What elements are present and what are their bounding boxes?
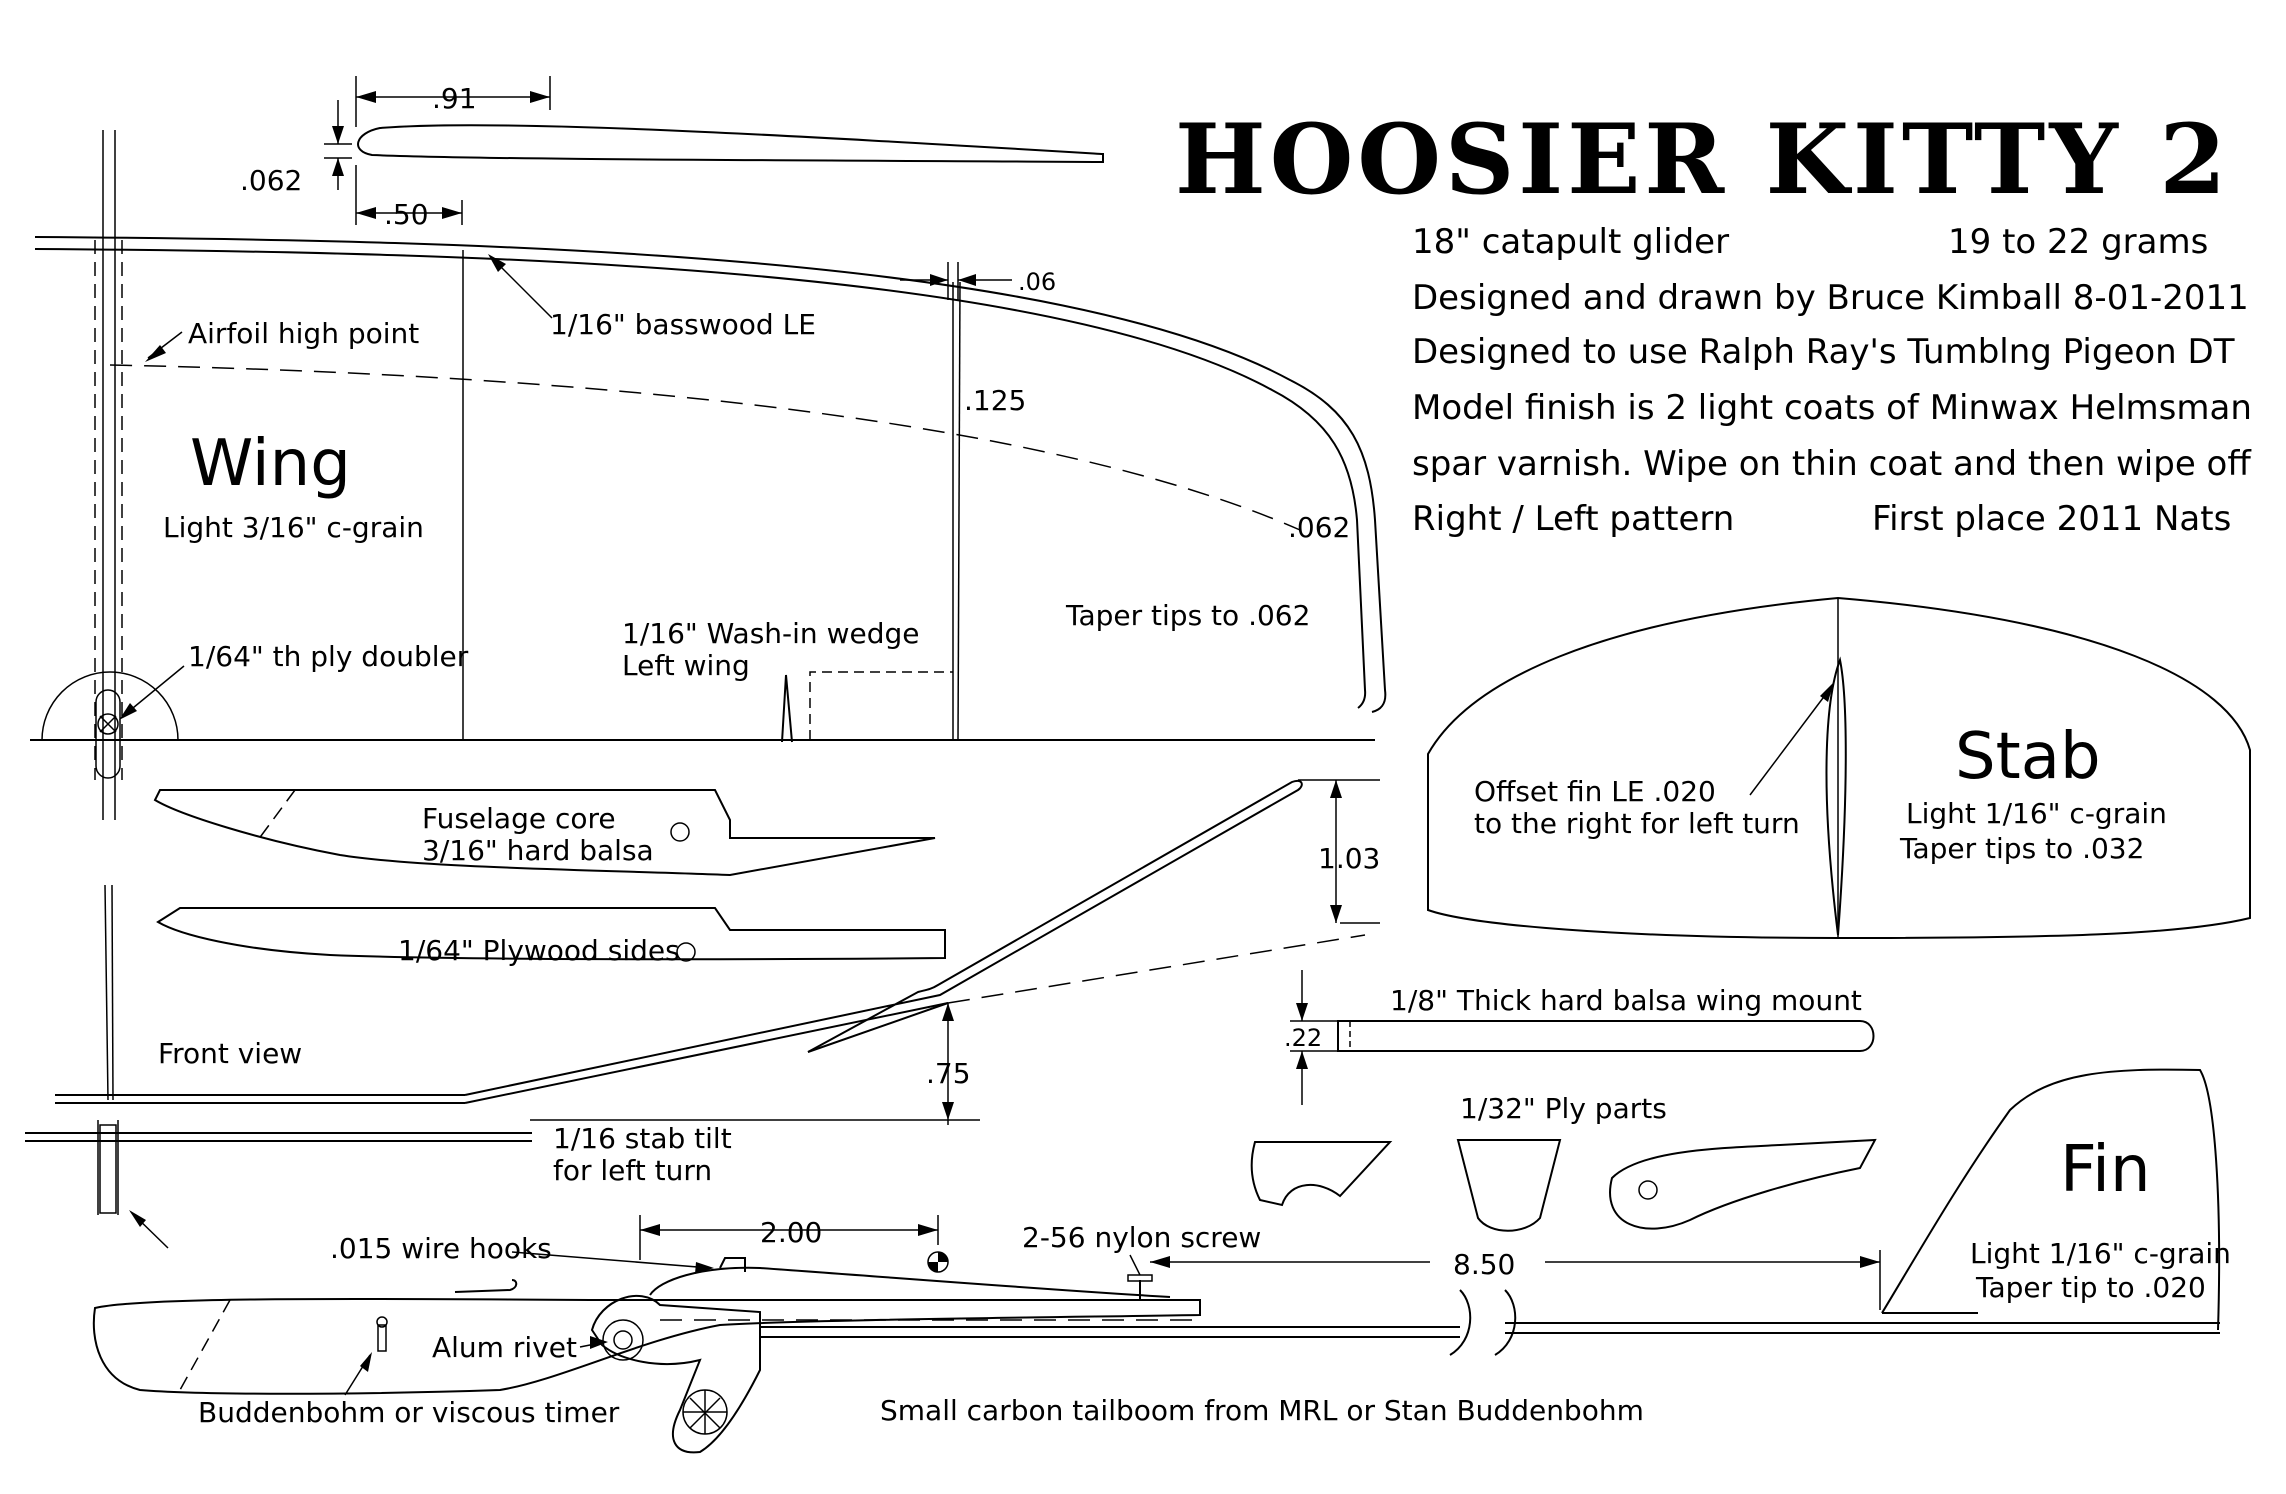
stab-material: Light 1/16" c-grain <box>1906 797 2167 830</box>
note-glider-type: 18" catapult glider <box>1412 222 1729 262</box>
fuselage-core-label-2: 3/16" hard balsa <box>422 834 654 867</box>
note-finish: Model finish is 2 light coats of Minwax … <box>1412 388 2252 428</box>
dim-wing-125: .125 <box>964 384 1026 417</box>
fin-taper: Taper tip to .020 <box>1975 1271 2206 1304</box>
fin-name: Fin <box>2060 1133 2151 1207</box>
wing-material: Light 3/16" c-grain <box>163 511 424 544</box>
plywood-sides-label: 1/64" Plywood sides <box>398 934 680 967</box>
note-designer: Designed and drawn by Bruce Kimball 8-01… <box>1412 278 2249 318</box>
stab-tilt-label-1: 1/16 stab tilt <box>553 1122 732 1155</box>
fin-material: Light 1/16" c-grain <box>1970 1237 2231 1270</box>
dim-polyhedral: .75 <box>926 1057 971 1090</box>
washin-label-1: 1/16" Wash-in wedge <box>622 617 919 650</box>
fuselage-core <box>153 789 936 877</box>
stab-planform <box>1427 596 2251 940</box>
front-view <box>25 779 1380 1249</box>
wing-planform <box>30 130 1387 820</box>
fin <box>1881 1068 2221 1331</box>
fin-offset-label-1: Offset fin LE .020 <box>1474 775 1716 808</box>
ply-part-arm <box>1609 1138 1877 1230</box>
wing-name: Wing <box>190 427 351 501</box>
tailboom-label: Small carbon tailboom from MRL or Stan B… <box>880 1394 1644 1427</box>
dim-cg: 2.00 <box>760 1216 822 1249</box>
wire-hooks-label: .015 wire hooks <box>330 1232 552 1265</box>
airfoil-section: .91 .062 .50 <box>240 76 1104 231</box>
ply-part-hook <box>1250 1141 1393 1207</box>
wing-mount <box>1290 970 1875 1105</box>
washin-label-2: Left wing <box>622 649 750 682</box>
side-view <box>92 1215 2220 1454</box>
dim-wing-mount: .22 <box>1284 1024 1322 1052</box>
dim-airfoil-thickness: .062 <box>240 164 302 197</box>
wing-le-label: 1/16" basswood LE <box>550 308 816 341</box>
dim-wing-06: .06 <box>1018 268 1056 296</box>
dim-airfoil-high: .91 <box>432 82 477 115</box>
dim-tailboom: 8.50 <box>1453 1248 1515 1281</box>
plywood-sides <box>156 907 946 962</box>
front-view-label: Front view <box>158 1037 302 1070</box>
dim-dihedral: 1.03 <box>1318 842 1380 875</box>
timer-label: Buddenbohm or viscous timer <box>198 1396 620 1429</box>
ply-parts-label: 1/32" Ply parts <box>1460 1092 1667 1125</box>
plan-title: HOOSIER KITTY 2 <box>1175 103 2230 216</box>
ply-doubler-label: 1/64" th ply doubler <box>188 640 469 673</box>
fin-offset-label-2: to the right for left turn <box>1474 807 1800 840</box>
wing-taper-label: Taper tips to .062 <box>1065 599 1310 632</box>
airfoil-high-point-line <box>109 364 1301 531</box>
note-weight: 19 to 22 grams <box>1948 222 2208 262</box>
note-varnish: spar varnish. Wipe on thin coat and then… <box>1412 444 2252 484</box>
note-award: First place 2011 Nats <box>1872 499 2231 539</box>
wing-mount-label: 1/8" Thick hard balsa wing mount <box>1390 984 1862 1017</box>
fuselage-core-label-1: Fuselage core <box>422 802 616 835</box>
stab-name: Stab <box>1955 720 2101 794</box>
note-pattern: Right / Left pattern <box>1412 499 1734 539</box>
nylon-screw-label: 2-56 nylon screw <box>1022 1221 1261 1254</box>
stab-tilt-label-2: for left turn <box>553 1154 712 1187</box>
ply-part-tongue <box>1456 1139 1562 1232</box>
airfoil-high-point-label: Airfoil high point <box>188 317 419 350</box>
alum-rivet-label: Alum rivet <box>432 1331 577 1364</box>
airfoil-outline <box>357 124 1104 164</box>
wing-leading-edge-inner <box>34 248 1367 709</box>
dim-wing-tip-thickness: .062 <box>1288 511 1350 544</box>
stab-taper: Taper tips to .032 <box>1899 832 2144 865</box>
note-dt: Designed to use Ralph Ray's Tumblng Pige… <box>1412 332 2235 372</box>
dim-airfoil-high-point: .50 <box>384 198 429 231</box>
side-fuselage <box>92 1297 1201 1395</box>
wing-leading-edge <box>34 236 1387 713</box>
stab-outline <box>1427 596 2251 940</box>
